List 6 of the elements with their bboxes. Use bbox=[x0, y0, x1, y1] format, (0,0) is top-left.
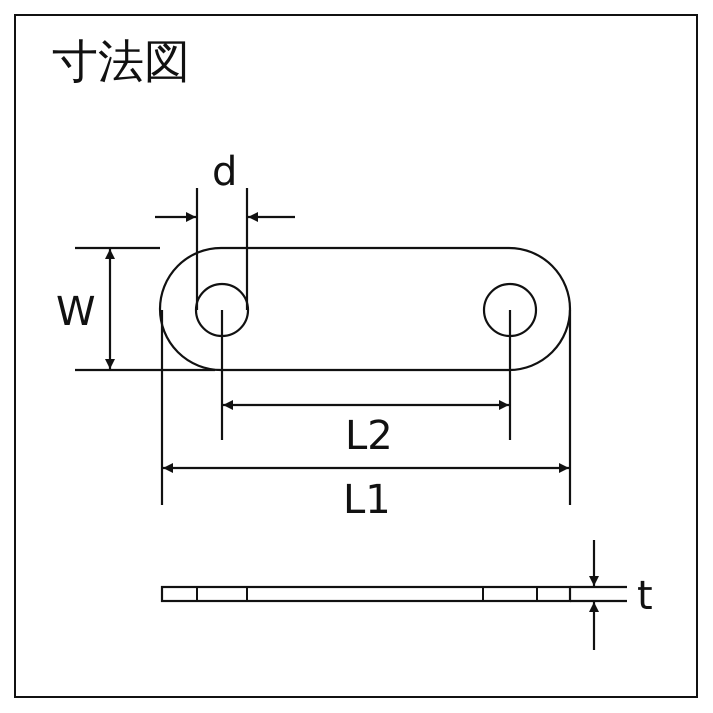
title: 寸法図 bbox=[52, 38, 190, 84]
dimension-label: L2 bbox=[345, 416, 393, 456]
dimension-label: t bbox=[637, 576, 653, 616]
dimension-label: W bbox=[56, 292, 96, 332]
dimension-label: d bbox=[212, 152, 238, 192]
dimension-label: L1 bbox=[343, 480, 391, 520]
